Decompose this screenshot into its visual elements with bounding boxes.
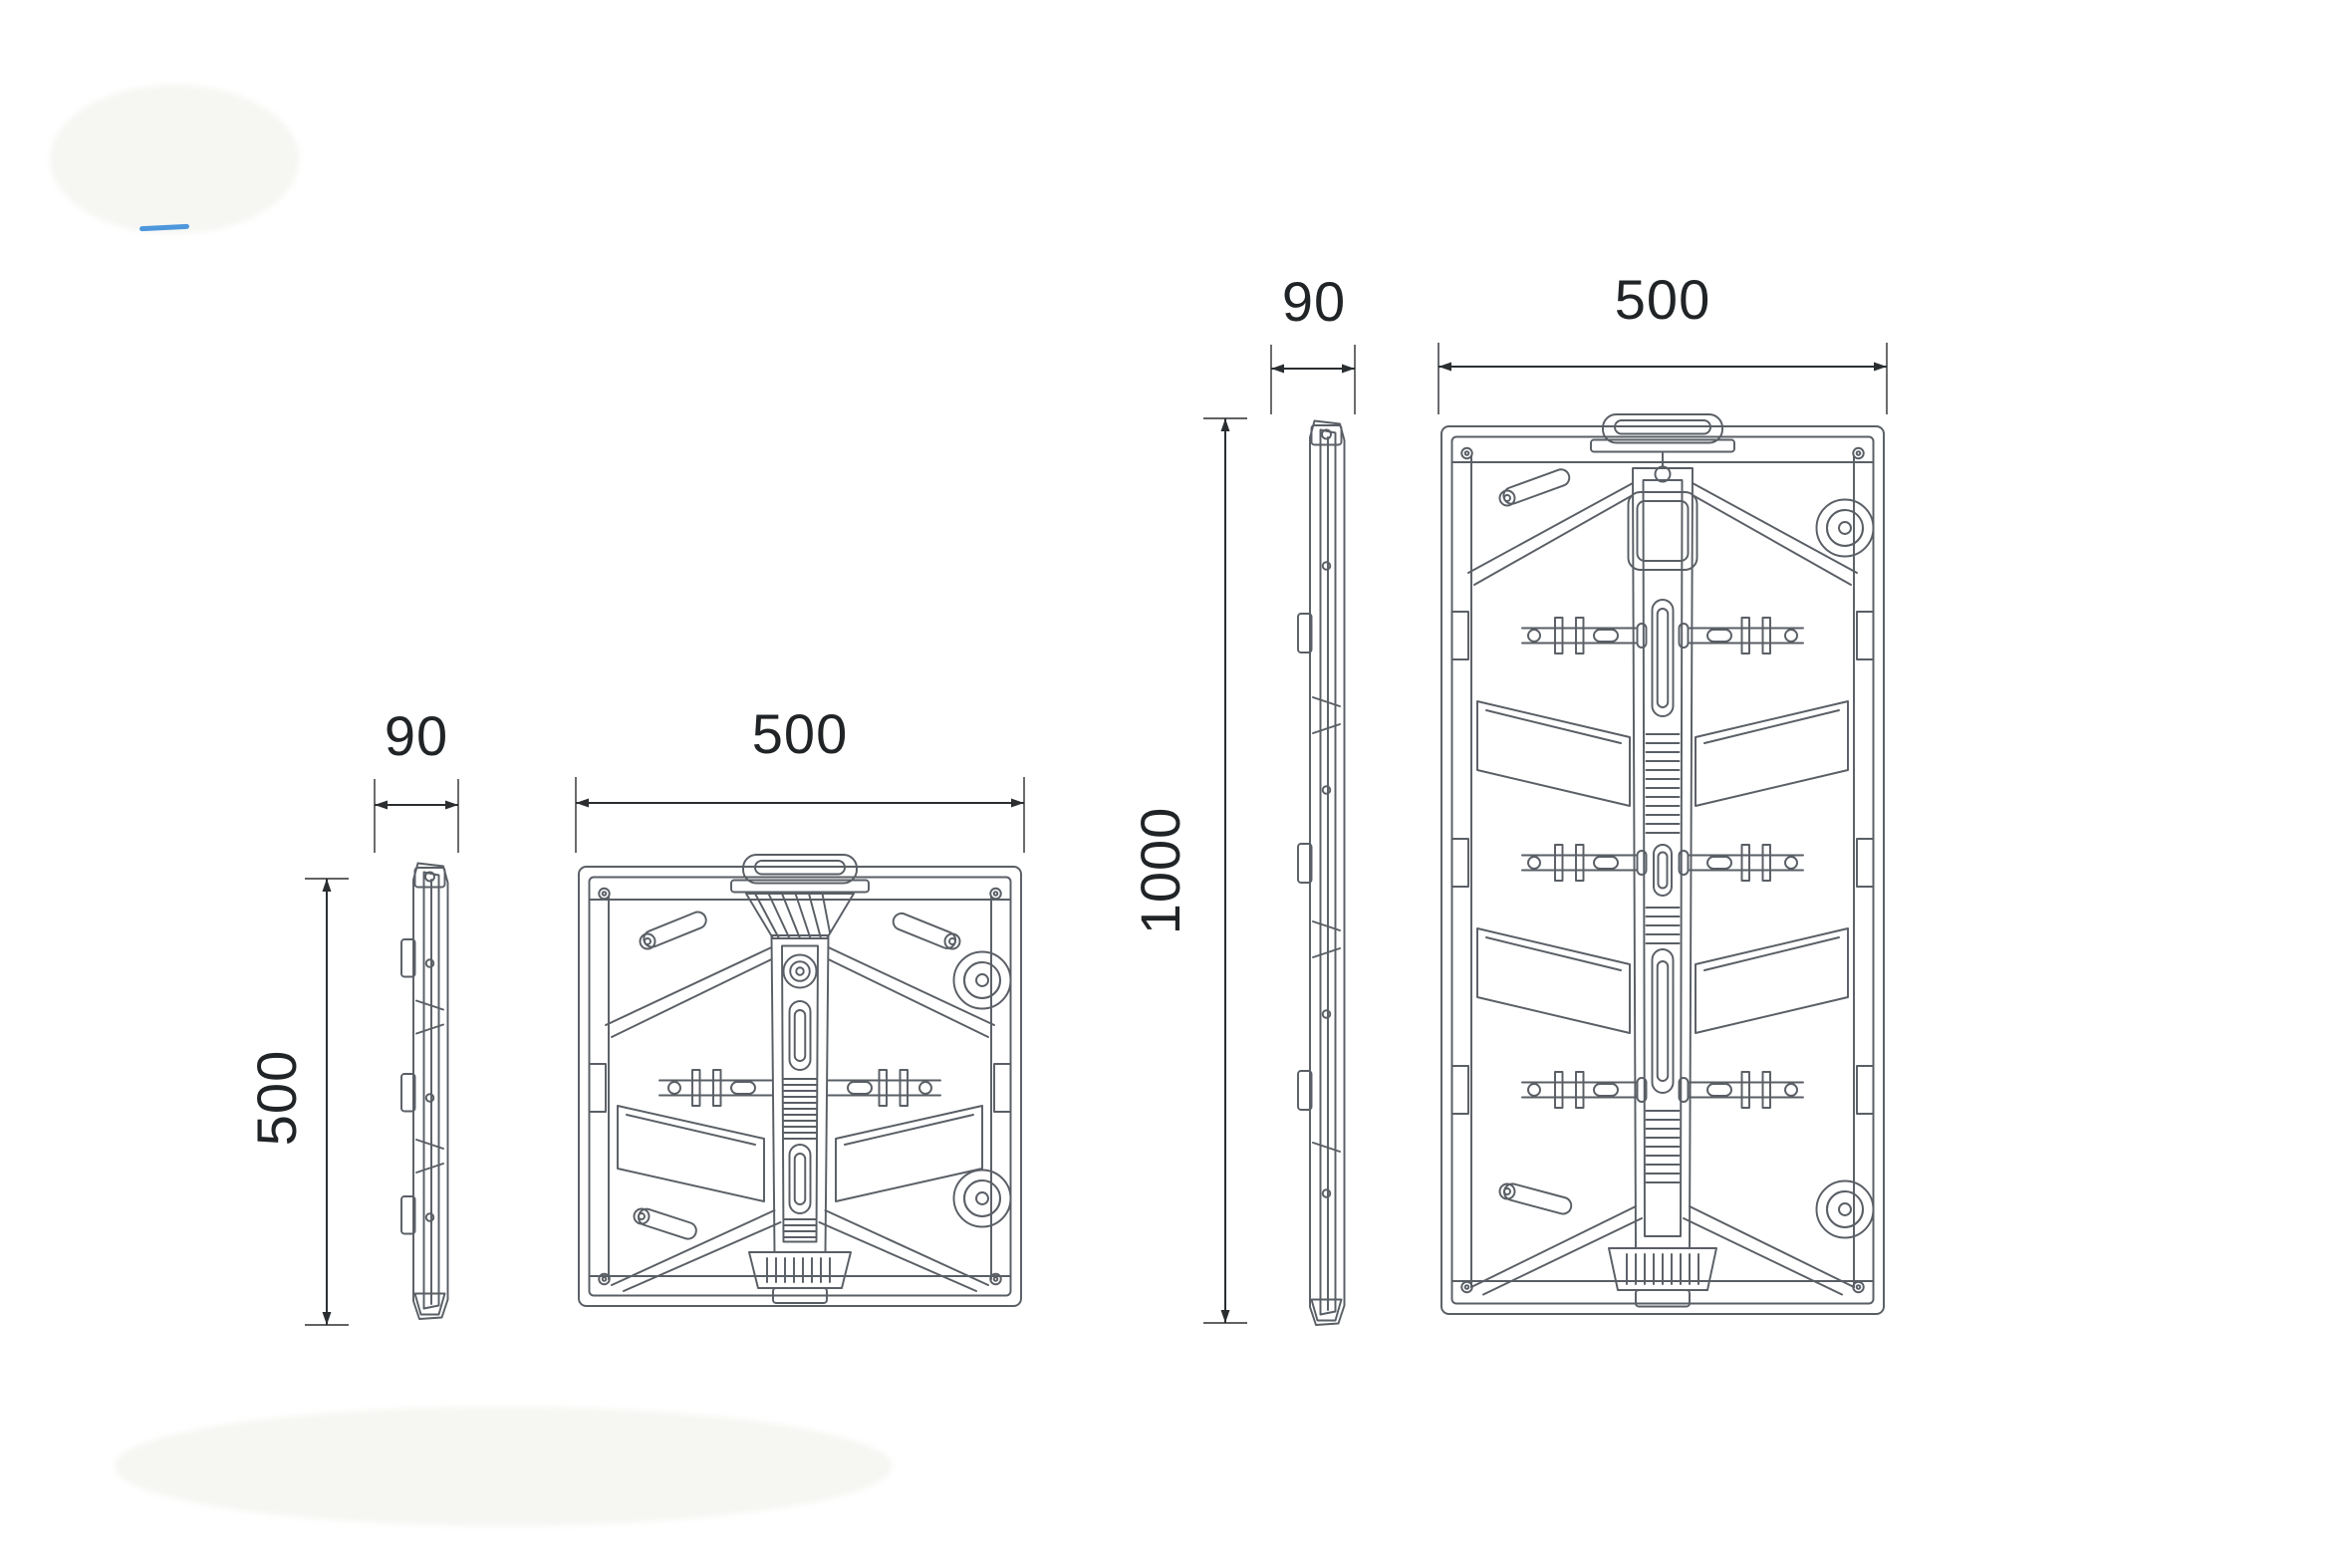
rear-view-large-cabinet [1440,413,1885,1315]
side-bracket-right [835,1105,983,1202]
side-bracket-left-lower [1476,927,1631,1034]
bottom-braces [1470,1205,1855,1296]
cam-lock-top-right [1815,498,1875,558]
dim-label-small-width: 500 [751,702,849,765]
dim-label-large-depth: 90 [1281,270,1347,333]
dim-arrow-small-height [305,878,349,1326]
carry-handle [1590,413,1735,453]
dim-label-small-height: 500 [245,1049,308,1147]
carry-handle [730,854,870,894]
lock-lever-bottom-left [633,1207,697,1240]
latch-row-bottom [1450,1065,1875,1115]
dim-label-large-height: 1000 [1129,806,1191,935]
scan-smudge-top-left [50,85,299,234]
dim-arrow-large-width [1437,343,1888,414]
dim-arrow-small-width [575,777,1025,853]
center-spine [770,934,830,1253]
corner-fasteners [598,887,1002,1286]
top-braces [1467,482,1858,586]
latch-row-top [1450,611,1875,660]
side-top-bracket [1310,424,1343,446]
dim-label-small-depth: 90 [384,704,449,767]
side-top-bracket [413,867,446,889]
cam-lock-bottom-right [952,1169,1012,1228]
lock-lever-top-left [639,911,707,950]
latch-row-middle [588,1063,1012,1113]
side-view-large-cabinet [1297,419,1346,1326]
cabinet-frame [1440,425,1885,1315]
lock-lever-top-right [892,912,961,950]
dim-arrow-large-depth [1270,345,1356,414]
side-view-small-cabinet [400,862,449,1320]
handle-funnel [745,893,855,939]
scan-smudge-bottom-left [115,1407,892,1526]
bottom-grille [748,1251,852,1304]
center-spine [1627,452,1698,1249]
side-bracket-right-lower [1695,927,1849,1034]
cam-lock-bottom-right [1815,1179,1875,1239]
rear-view-small-cabinet [578,854,1022,1307]
bottom-grille [1608,1247,1717,1308]
side-latch-hooks [1297,613,1313,1111]
bottom-braces [611,1209,989,1292]
side-bracket-left-upper [1476,700,1631,807]
side-foot [1310,1298,1343,1322]
cam-lock-top-right [952,950,1012,1010]
dim-label-large-width: 500 [1614,268,1711,331]
top-braces [605,946,995,1038]
lock-lever-top-left [1498,468,1571,507]
dim-arrow-large-height [1203,417,1247,1324]
lock-lever-bottom-left [1498,1182,1573,1215]
side-bracket-right-upper [1695,700,1849,807]
cabinet-frame [578,866,1022,1307]
dim-arrow-small-depth [374,779,459,853]
side-latch-hooks [400,938,416,1235]
side-foot [413,1292,446,1316]
latch-row-middle [1450,838,1875,888]
side-bracket-left [617,1105,765,1202]
